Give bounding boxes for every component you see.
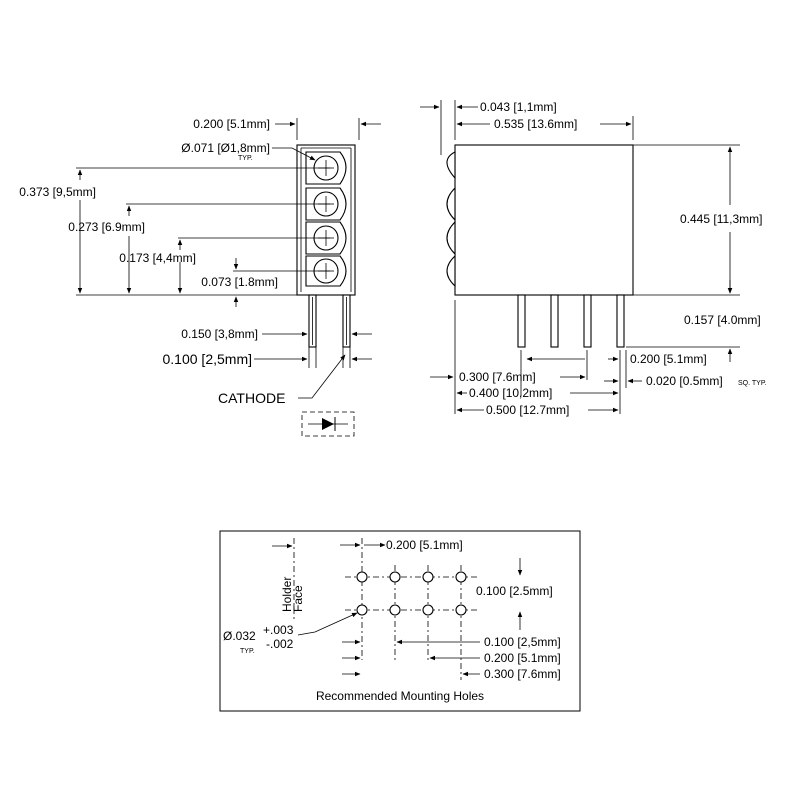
dim-500: 0.500 [12.7mm] [486, 403, 569, 417]
dim-h-173: 0.173 [4,4mm] [119, 251, 196, 265]
dim-400: 0.400 [10,2mm] [469, 386, 552, 400]
mounting-holes-panel: Holder Face 0.200 [5.1mm] 0.100 [2.5mm] … [219, 530, 581, 712]
holder-label: Holder [280, 577, 294, 612]
dim-lens-diameter: Ø.071 [Ø1,8mm] [181, 141, 270, 155]
mounting-hole [389, 604, 401, 616]
cathode-symbol-box [301, 411, 355, 437]
side-pin [517, 294, 526, 348]
mounting-hole [422, 604, 434, 616]
side-pin [550, 294, 559, 348]
mh-dim-top: 0.200 [5.1mm] [386, 538, 463, 552]
mh-hole-tol-minus: -.002 [266, 637, 294, 651]
dim-445: 0.445 [11,3mm] [680, 212, 763, 226]
dim-pin-100: 0.100 [2,5mm] [163, 351, 253, 367]
dim-h-073: 0.073 [1.8mm] [201, 275, 278, 289]
mounting-hole [455, 571, 467, 583]
dim-300: 0.300 [7.6mm] [459, 370, 536, 384]
mh-hole-dia: Ø.032 [223, 629, 256, 643]
dim-157: 0.157 [4.0mm] [684, 313, 761, 327]
dim-pin-150: 0.150 [3,8mm] [181, 327, 258, 341]
dim-h-373: 0.373 [9,5mm] [19, 185, 96, 199]
dim-535: 0.535 [13.6mm] [494, 117, 577, 131]
front-view: 0.200 [5.1mm] Ø.071 [Ø1,8mm] TYP. 0.373 … [19, 117, 381, 437]
mh-dim-b300: 0.300 [7.6mm] [484, 667, 561, 681]
mh-hole-typ: TYP. [240, 648, 255, 655]
dim-043: 0.043 [1,1mm] [480, 100, 557, 114]
mounting-hole [455, 604, 467, 616]
side-pin [616, 294, 625, 348]
side-housing [454, 144, 634, 296]
mh-dim-b100: 0.100 [2,5mm] [484, 635, 561, 649]
side-view: 0.043 [1,1mm] 0.535 [13.6mm] 0.445 [11,3… [420, 100, 767, 417]
cathode-label: CATHODE [218, 390, 285, 406]
mounting-hole [389, 571, 401, 583]
mounting-hole [356, 604, 368, 616]
mh-dim-b200: 0.200 [5.1mm] [484, 651, 561, 665]
dim-lens-typ: TYP. [238, 155, 253, 162]
mounting-holes-frame [219, 530, 581, 712]
side-lens [446, 186, 456, 222]
dim-h-273: 0.273 [6.9mm] [68, 220, 145, 234]
dim-200: 0.200 [5.1mm] [630, 352, 707, 366]
side-lens [446, 254, 456, 288]
face-label: Face [291, 585, 305, 612]
side-pin [583, 294, 592, 348]
side-lens [446, 220, 456, 256]
mh-dim-row: 0.100 [2.5mm] [476, 584, 553, 598]
side-lens [446, 151, 456, 180]
dim-front-width: 0.200 [5.1mm] [193, 117, 270, 131]
diode-icon [322, 418, 334, 430]
mounting-hole [356, 571, 368, 583]
mounting-holes-title: Recommended Mounting Holes [316, 689, 484, 703]
mounting-hole [422, 571, 434, 583]
mh-hole-tol-plus: +.003 [263, 623, 294, 637]
dim-020-suffix: SQ. TYP. [738, 380, 767, 387]
dim-020: 0.020 [0.5mm] [646, 374, 723, 388]
